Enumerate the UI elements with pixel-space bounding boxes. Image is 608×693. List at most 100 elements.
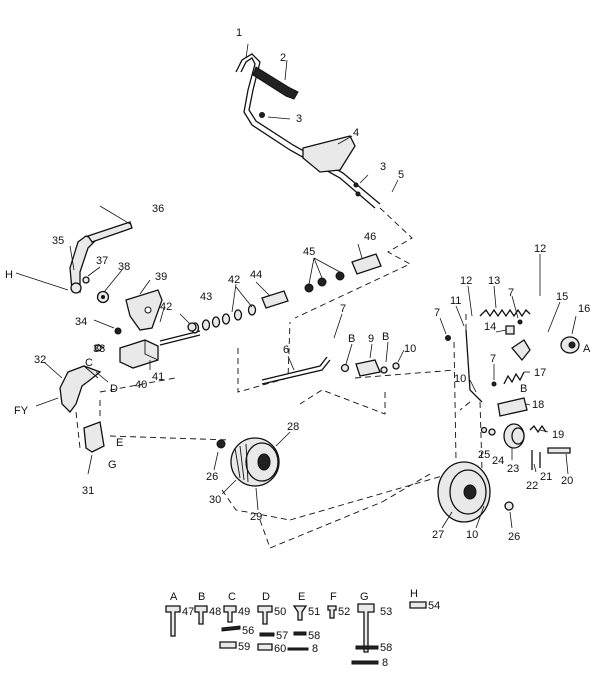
label-19: 19 (552, 429, 564, 441)
label-24: 24 (492, 455, 504, 467)
label-21: 21 (540, 471, 552, 483)
plate-18 (497, 397, 528, 417)
drive-pulley-27 (437, 461, 491, 523)
crank-rod (86, 221, 133, 243)
bushing-24 (488, 428, 496, 436)
key-num-53: 53 (380, 606, 392, 618)
key-num-58b: 58 (380, 642, 392, 654)
washers-43 (190, 304, 257, 334)
right-dash-lines (453, 310, 483, 471)
chute-32 (59, 365, 102, 413)
center-drive-assembly: 7 6 B 9 B 10 28 26 30 29 (206, 303, 471, 549)
pin-7d (491, 381, 497, 387)
bolt-49-icon (223, 605, 237, 623)
washer-37 (82, 276, 90, 284)
key-num-58a: 58 (308, 630, 320, 642)
label-a-right: A (583, 343, 591, 355)
label-23: 23 (507, 463, 519, 475)
label-7d: 7 (490, 353, 496, 365)
pin-59-icon (219, 641, 237, 649)
label-37: 37 (96, 255, 108, 267)
key-letter-d: D (262, 591, 270, 603)
key-letter-f: F (330, 591, 337, 603)
key-num-50: 50 (274, 606, 286, 618)
washer-10a (392, 362, 400, 370)
label-16: 16 (578, 303, 590, 315)
key-letter-h: H (410, 588, 418, 600)
spring-17 (503, 371, 525, 385)
handle-bracket (302, 135, 356, 173)
screw-3a (259, 112, 265, 118)
nut-5 (355, 191, 361, 197)
crank-pivot (70, 282, 82, 294)
washer-b1 (340, 363, 350, 373)
spring-19 (529, 424, 547, 434)
rod-11 (465, 329, 483, 403)
handle-grip (252, 66, 299, 100)
crank-shaft-assembly: 36 35 37 38 39 H 45 46 42 44 43 42 34 33… (5, 203, 382, 497)
label-7c: 7 (508, 287, 514, 299)
label-12a: 12 (534, 243, 546, 255)
label-14: 14 (484, 321, 496, 333)
pin-56-icon (221, 625, 241, 632)
chute-dash-lines (75, 377, 231, 449)
label-29: 29 (250, 511, 262, 523)
screw-33 (94, 344, 102, 352)
label-45: 45 (303, 246, 315, 258)
key-letter-a: A (170, 591, 178, 603)
label-13: 13 (488, 275, 500, 287)
label-b1: B (348, 333, 355, 345)
label-20: 20 (561, 475, 573, 487)
label-4: 4 (353, 127, 359, 139)
pin-7c (517, 319, 523, 325)
label-fy-left: FY (14, 405, 29, 417)
pin-58b-icon (355, 645, 379, 650)
label-7b: 7 (434, 307, 440, 319)
label-36: 36 (152, 203, 164, 215)
key-letter-g: G (360, 591, 369, 603)
label-15: 15 (556, 291, 568, 303)
label-h-left: H (5, 269, 13, 281)
key-letter-c: C (228, 591, 236, 603)
label-11: 11 (450, 295, 461, 307)
pin-8b-icon (351, 660, 379, 665)
label-28: 28 (287, 421, 299, 433)
label-10b: 10 (454, 373, 466, 385)
block-41 (119, 339, 159, 369)
label-g-left: G (108, 459, 117, 471)
label-34: 34 (75, 316, 87, 328)
label-10a: 10 (404, 343, 416, 355)
clip-14 (505, 325, 515, 335)
housing-dash (221, 321, 471, 549)
key-letter-b: B (198, 591, 205, 603)
pin-8a-icon (287, 647, 309, 651)
pin-58a-icon (293, 631, 307, 636)
label-b-right: B (520, 383, 527, 395)
pulley-hub-26 (216, 439, 226, 449)
label-17: 17 (534, 367, 546, 379)
bolt-53-icon (357, 603, 375, 653)
label-26b: 26 (508, 531, 520, 543)
spacer-44 (261, 290, 289, 309)
label-26a: 26 (206, 471, 218, 483)
label-40: 40 (135, 379, 147, 391)
bolt-50-icon (257, 605, 273, 625)
bolt-52-icon (327, 605, 337, 619)
washer-42a (187, 322, 197, 332)
label-30: 30 (209, 494, 221, 506)
bracket-39 (125, 289, 163, 331)
label-42b: 42 (160, 301, 172, 313)
label-27: 27 (432, 529, 444, 541)
label-2: 2 (280, 52, 286, 64)
label-25: 25 (478, 449, 490, 461)
key-num-59: 59 (238, 641, 250, 653)
pin-7b (445, 335, 451, 341)
handle-lead-dash (294, 207, 413, 319)
label-43: 43 (200, 291, 212, 303)
label-22: 22 (526, 480, 538, 492)
label-3b: 3 (380, 161, 386, 173)
pin-21-22 (531, 450, 541, 470)
bracket-31 (83, 421, 105, 453)
key-num-8b: 8 (382, 657, 388, 669)
key-num-49: 49 (238, 606, 250, 618)
